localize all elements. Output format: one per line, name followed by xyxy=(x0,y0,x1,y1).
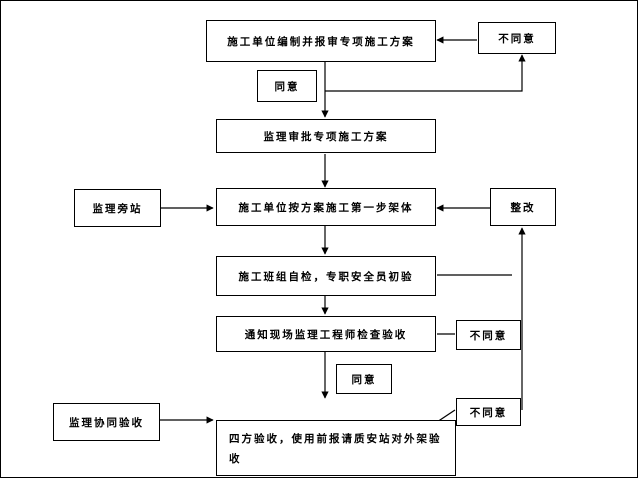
node-disagree-bottom: 不同意 xyxy=(456,398,521,426)
node-supervisor-approve: 监理审批专项施工方案 xyxy=(216,119,436,153)
loop-to-disagree1 xyxy=(325,54,526,92)
node-self-check: 施工班组自检，专职安全员初验 xyxy=(216,256,436,296)
node-prepare-plan: 施工单位编制并报审专项施工方案 xyxy=(206,20,436,62)
node-notify-engineer: 通知现场监理工程师检查验收 xyxy=(216,316,436,352)
node-four-party-acceptance: 四方验收，使用前报请质安站对外架验收 xyxy=(216,420,456,476)
node-rectify: 整改 xyxy=(490,188,556,226)
node-disagree-top: 不同意 xyxy=(478,22,556,54)
node-first-step-frame: 施工单位按方案施工第一步架体 xyxy=(216,188,436,226)
node-supervision-assist: 监理协同验收 xyxy=(53,403,160,441)
node-supervision-station: 监理旁站 xyxy=(74,189,161,227)
node-agree-bottom: 同意 xyxy=(336,364,392,394)
node-disagree-middle: 不同意 xyxy=(456,320,521,350)
node-agree-top: 同意 xyxy=(257,70,317,102)
